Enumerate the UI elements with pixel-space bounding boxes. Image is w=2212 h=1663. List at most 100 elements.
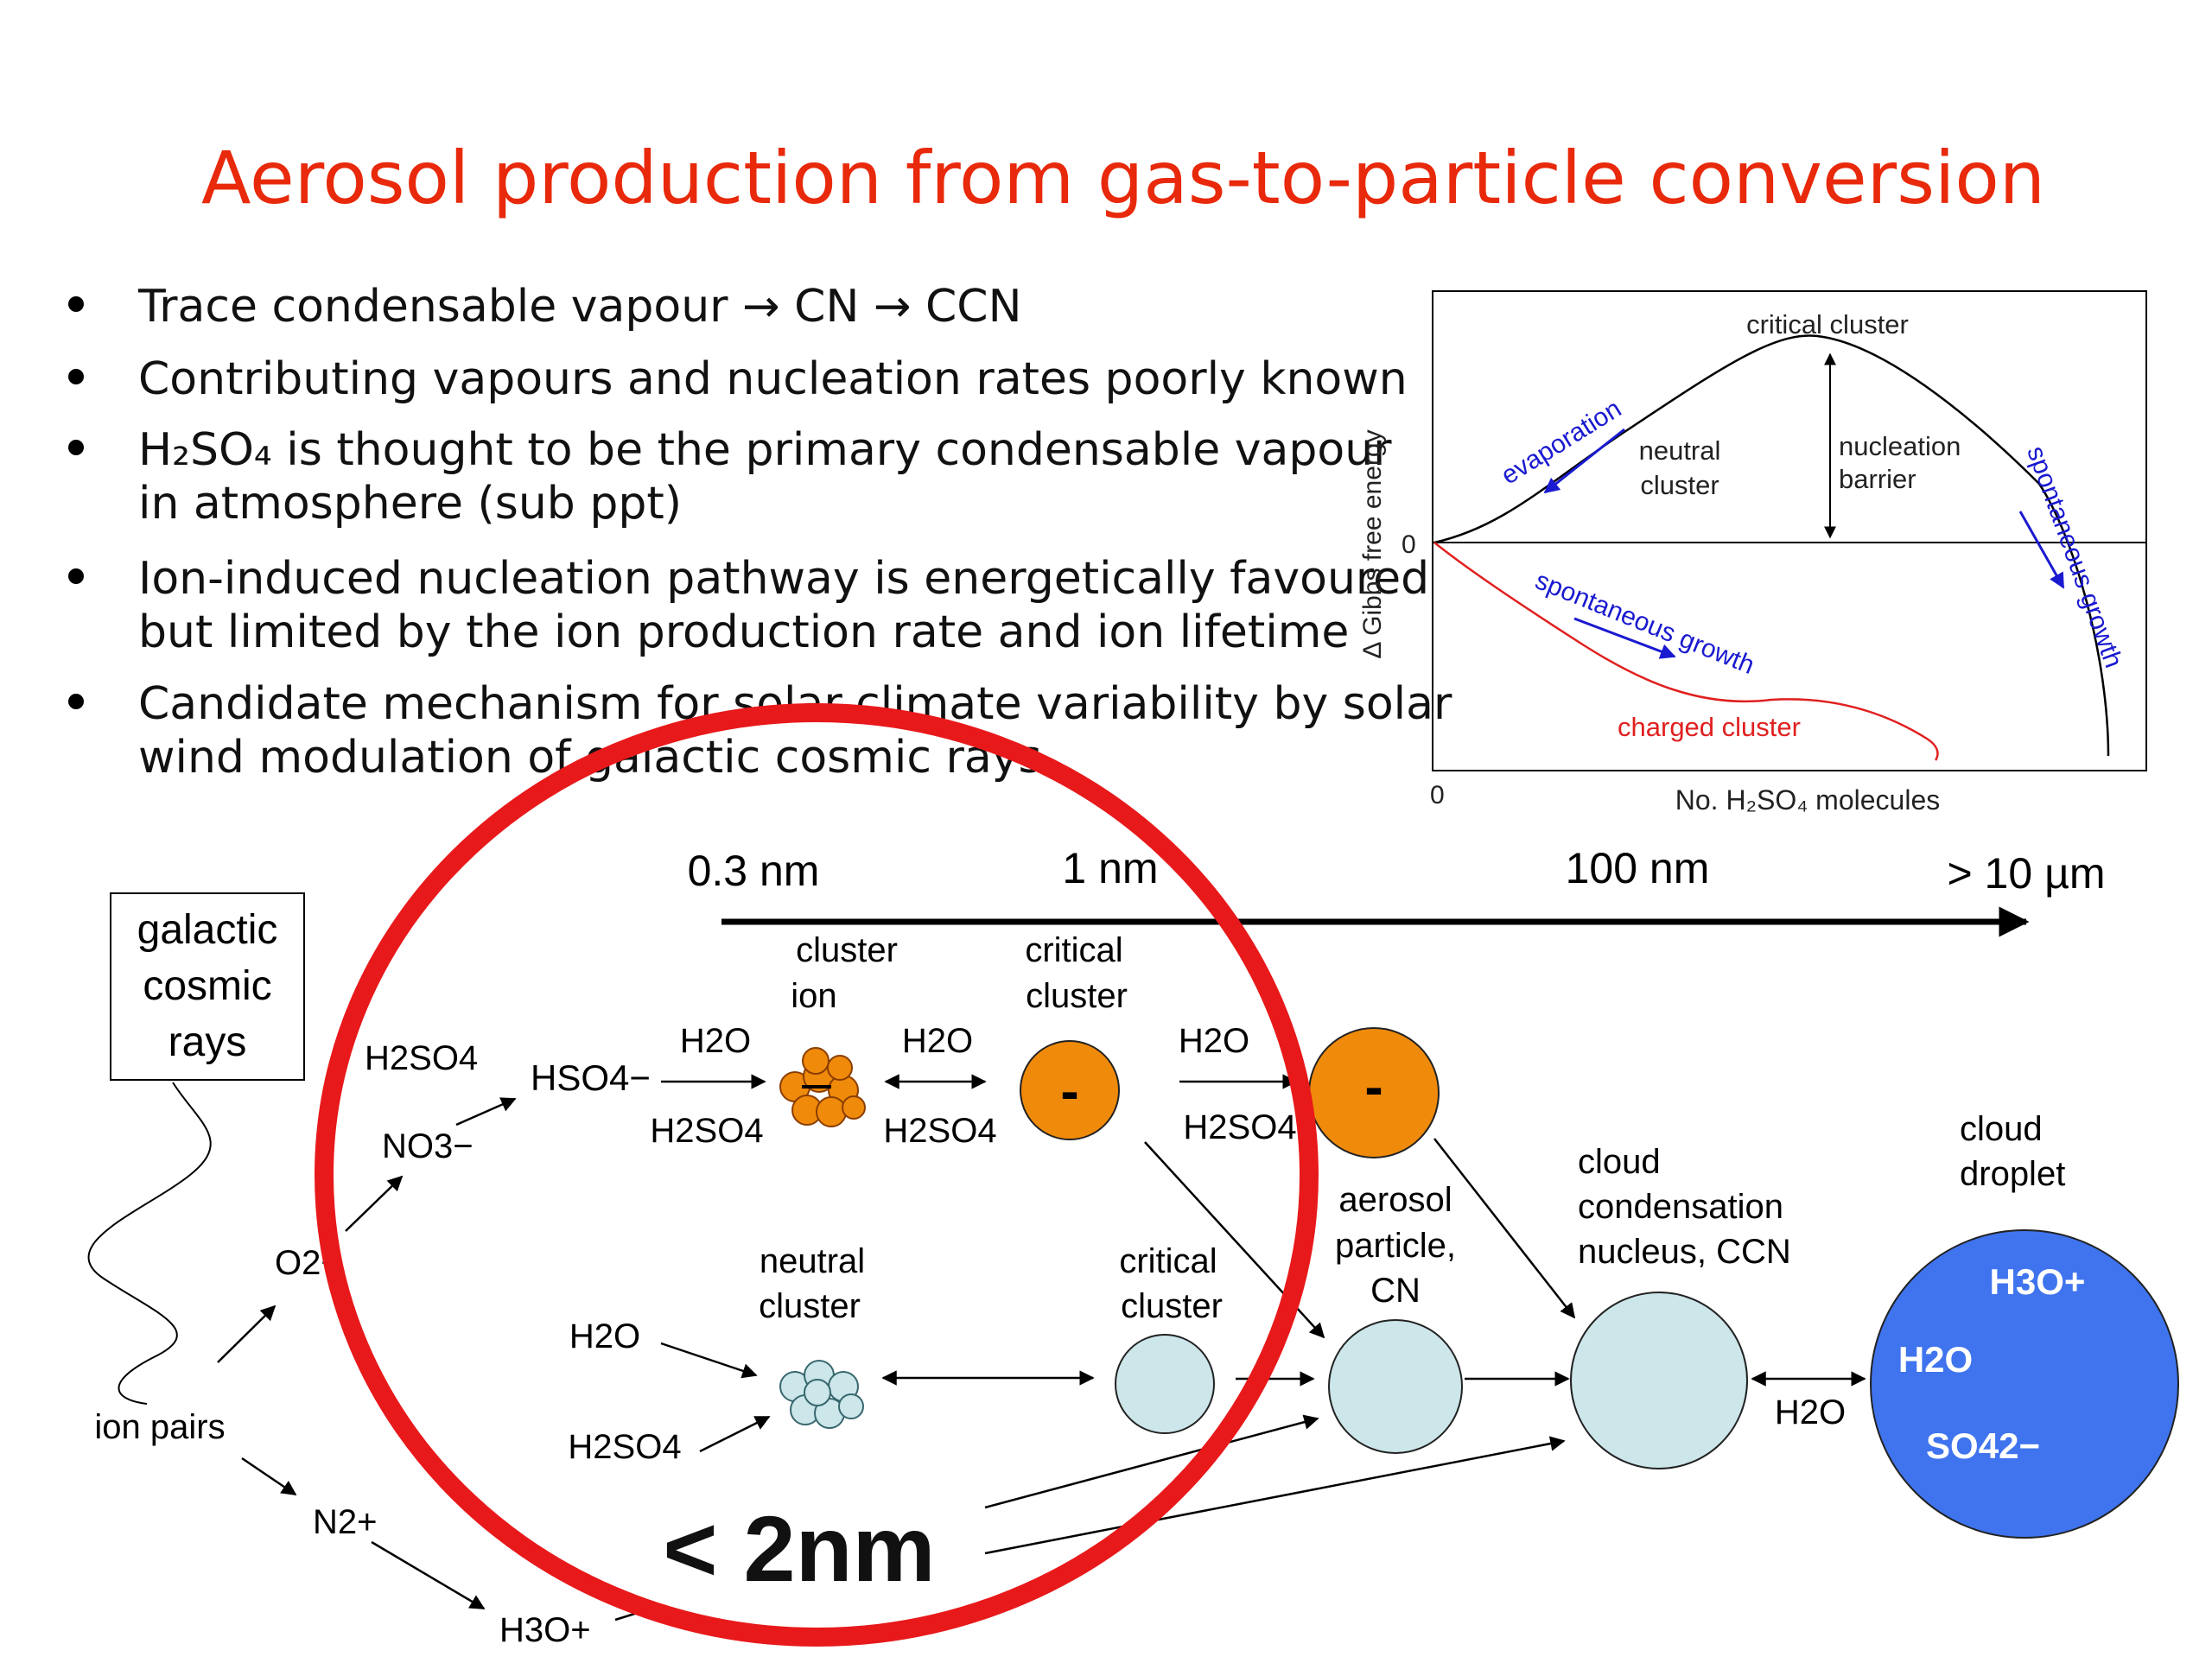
ccn-label-2: condensation — [1578, 1188, 1783, 1226]
arrow-highlight-ccn — [984, 1436, 1566, 1555]
aerosol-particle-label-1: aerosol — [1338, 1181, 1452, 1219]
cosmic-ray-wave — [87, 1082, 212, 1405]
x-axis-label: No. H₂SO₄ molecules — [1675, 784, 1940, 816]
neutral-curve — [1433, 334, 2110, 757]
highlight-circle — [315, 703, 1319, 1647]
critical-cluster-mid-label-1: critical — [1119, 1242, 1217, 1280]
cloud-droplet-label-1: cloud — [1960, 1110, 2043, 1148]
ccn-label-1: cloud — [1578, 1143, 1661, 1181]
h2so4-label: H2SO4 — [568, 1428, 681, 1466]
ion-pairs-label: ion pairs — [94, 1408, 225, 1446]
neutral-cluster-label-1: neutral — [760, 1242, 865, 1280]
neutral-cluster-label-2: cluster — [759, 1287, 861, 1325]
critical-cluster-top-label-2: cluster — [1026, 977, 1128, 1015]
critical-cluster-top-label-1: critical — [1025, 931, 1122, 969]
bullet-dot — [68, 568, 84, 584]
h2o-label: H2O — [902, 1022, 973, 1060]
no3-ion-label: NO3− — [382, 1127, 474, 1165]
arrow-o2-no3 — [345, 1175, 404, 1232]
bullet-dot — [68, 694, 84, 709]
cluster-ion-icon — [779, 1047, 866, 1127]
y-zero-label: 0 — [1402, 530, 1416, 559]
spontaneous-growth-lower-arrow — [1573, 617, 1676, 659]
h2o-label: H2O — [1775, 1393, 1846, 1431]
nucleation-barrier-label-2: barrier — [1839, 464, 1916, 494]
bullet-list: Trace condensable vapour → CN → CCN Cont… — [68, 281, 1452, 784]
neutral-cluster-label-1: neutral — [1639, 435, 1721, 466]
highlight-label: < 2nm — [663, 1496, 935, 1601]
arrow-ionpairs-n2 — [241, 1457, 297, 1496]
energy-plot: Δ Gibbs free energy 0 0 No. H₂SO₄ molecu… — [1358, 290, 2147, 816]
bullet-2-line-1: Contributing vapours and nucleation rate… — [138, 353, 1408, 405]
nucleation-barrier-label-1: nucleation — [1839, 431, 1961, 461]
h2o-label: H2O — [680, 1022, 751, 1060]
bullet-3-line-2: in atmosphere (sub ppt) — [138, 478, 682, 530]
bullet-dot — [68, 296, 84, 312]
arrow-charged-aerosol-ccn — [1433, 1138, 1576, 1319]
charged-pathway: cluster ion critical cluster H2O H2SO4 H… — [650, 931, 1440, 1158]
scale-label-4: > 10 µm — [1947, 849, 2105, 898]
bullet-1-line-1: Trace condensable vapour → CN → CCN — [137, 281, 1022, 333]
hso4-ion-label: HSO4− — [531, 1057, 651, 1098]
page-title: Aerosol production from gas-to-particle … — [201, 136, 2045, 220]
h2so4-label: H2SO4 — [883, 1112, 996, 1150]
n2-ion-label: N2+ — [313, 1503, 378, 1541]
ionisation-source: galactic cosmic rays ion pairs O2− N2+ H… — [87, 892, 651, 1649]
droplet-h2o-label: H2O — [1898, 1339, 1973, 1380]
critical-cluster-charged — [1020, 1040, 1120, 1140]
gcr-label-2: cosmic — [143, 963, 271, 1009]
y-axis-label: Δ Gibbs free energy — [1358, 429, 1387, 658]
minus-sign: - — [1060, 1060, 1078, 1122]
gcr-label-3: rays — [168, 1019, 247, 1065]
h2o-label: H2O — [1179, 1022, 1249, 1060]
bullet-4-line-1: Ion-induced nucleation pathway is energe… — [138, 553, 1429, 605]
critical-cluster-mid-label-2: cluster — [1121, 1287, 1223, 1325]
arrow-highlight-aerosol — [984, 1414, 1319, 1509]
aerosol-particle — [1328, 1319, 1463, 1454]
gcr-label-1: galactic — [137, 907, 278, 953]
neutral-cluster-icon — [779, 1360, 864, 1429]
size-scale: 0.3 nm 1 nm 100 nm > 10 µm — [688, 844, 2106, 937]
aerosol-particle-label-3: CN — [1370, 1272, 1421, 1310]
scale-label-3: 100 nm — [1566, 844, 1710, 892]
ccn-particle — [1570, 1292, 1748, 1469]
minus-sign: - — [1364, 1056, 1382, 1118]
gcr-box — [110, 892, 305, 1081]
arrow-n2-h3o — [371, 1540, 486, 1610]
droplet-h3o-label: H3O+ — [1990, 1261, 2086, 1302]
aerosol-particle-label-2: particle, — [1335, 1227, 1456, 1265]
ccn-label-3: nucleus, CCN — [1578, 1233, 1791, 1271]
plot-frame — [1432, 290, 2147, 771]
arrow-no3-hso4 — [455, 1097, 517, 1127]
cluster-ion-label-1: cluster — [796, 931, 898, 969]
cloud-droplet-label-2: droplet — [1960, 1155, 2065, 1193]
h2so4-reactant-label: H2SO4 — [365, 1039, 478, 1077]
bullet-dot — [68, 369, 84, 384]
bullet-3-line-1: H₂SO₄ is thought to be the primary conde… — [138, 424, 1392, 476]
charged-cluster-label: charged cluster — [1618, 712, 1801, 742]
neutral-pathway: neutral cluster critical cluster H2O H2S… — [568, 1110, 2179, 1622]
scale-label-1: 0.3 nm — [688, 847, 820, 895]
bullet-4-line-2: but limited by the ion production rate a… — [138, 606, 1349, 658]
h2so4-label: H2SO4 — [1183, 1108, 1296, 1146]
critical-cluster-label: critical cluster — [1746, 309, 1909, 340]
h2o-label: H2O — [569, 1317, 640, 1355]
critical-cluster-neutral — [1115, 1334, 1215, 1434]
cluster-ion-label-2: ion — [791, 977, 836, 1015]
bullet-dot — [68, 440, 84, 455]
evaporation-arrow — [1543, 428, 1625, 494]
spontaneous-growth-right-label: spontaneous growth — [2021, 442, 2127, 671]
spontaneous-growth-lower-label: spontaneous growth — [1531, 566, 1758, 680]
arrow-h2o-neutral — [660, 1342, 758, 1379]
x-zero-label: 0 — [1430, 781, 1445, 809]
spontaneous-growth-right-arrow — [2018, 511, 2065, 589]
droplet-so4-label: SO42− — [1926, 1425, 2040, 1466]
scale-label-2: 1 nm — [1062, 844, 1158, 892]
h2so4-label: H2SO4 — [650, 1112, 763, 1150]
arrow-ionpairs-o2 — [217, 1304, 276, 1363]
cloud-droplet — [1870, 1229, 2179, 1539]
h3o-ion-label: H3O+ — [499, 1611, 591, 1649]
charged-curve — [1433, 542, 1939, 761]
neutral-cluster-label-2: cluster — [1640, 470, 1719, 500]
